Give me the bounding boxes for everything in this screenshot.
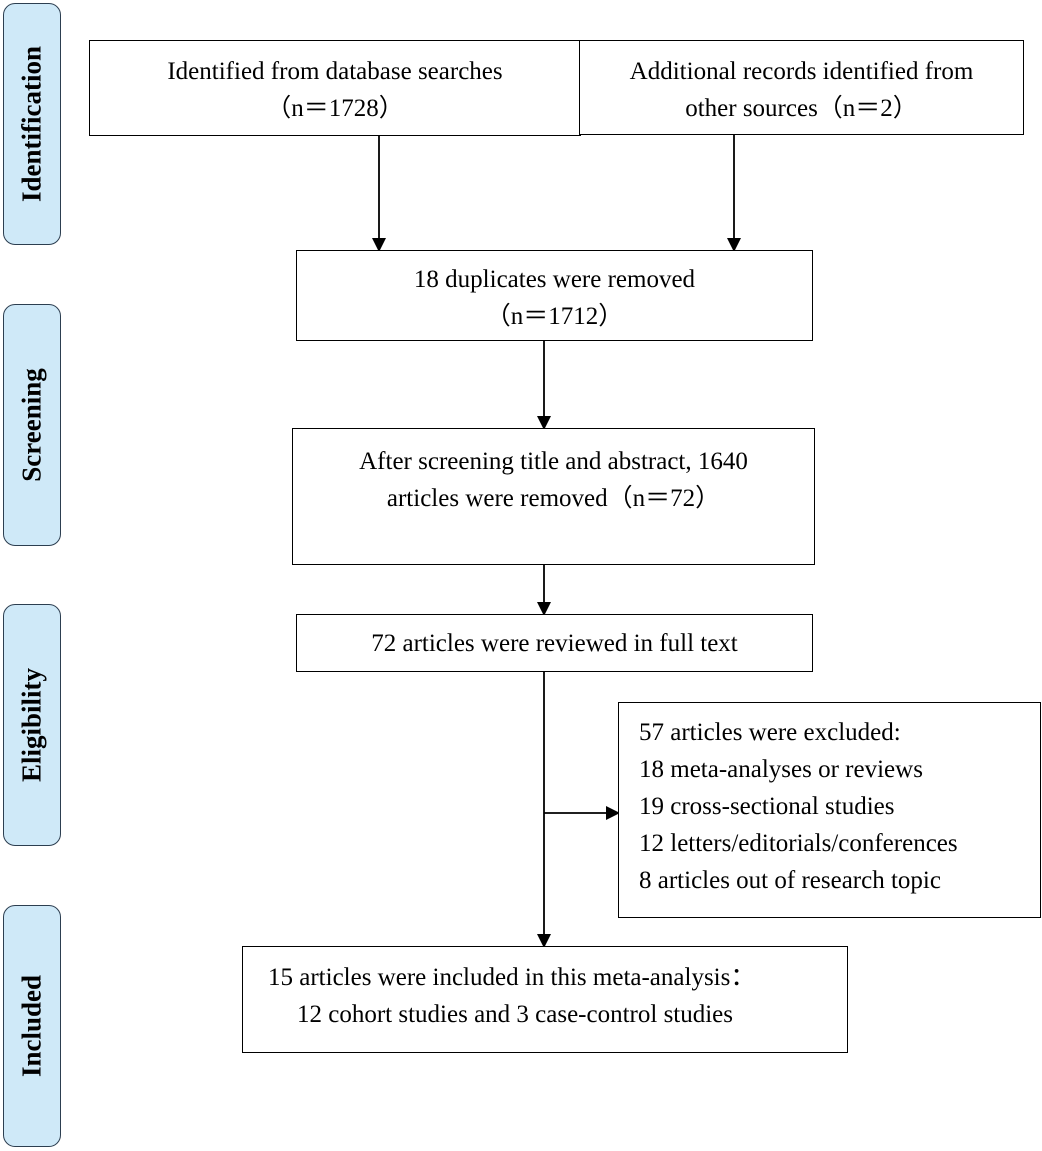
- stage-screening: Screening: [3, 304, 61, 546]
- excluded-reason: 18 meta-analyses or reviews: [639, 756, 923, 783]
- excluded-reason: 8 articles out of research topic: [639, 867, 941, 894]
- box-included: 15 articles were included in this meta-a…: [242, 946, 848, 1053]
- box-title-abstract-screening: After screening title and abstract, 1640…: [292, 428, 815, 565]
- other-sources-text: Additional records identified from: [629, 58, 974, 85]
- stage-identification: Identification: [3, 3, 61, 245]
- box-full-text-review: 72 articles were reviewed in full text: [296, 614, 813, 672]
- box-database-searches: Identified from database searches （n＝172…: [89, 40, 581, 136]
- box-duplicates: 18 duplicates were removed （n＝1712）: [296, 250, 813, 341]
- excluded-reason: 12 letters/editorials/conferences: [639, 830, 958, 857]
- included-breakdown: 12 cohort studies and 3 case-control stu…: [297, 1001, 734, 1028]
- title-abstract-count: articles were removed（n＝72）: [386, 485, 721, 512]
- box-other-sources: Additional records identified from other…: [579, 40, 1024, 135]
- stage-eligibility: Eligibility: [3, 604, 61, 846]
- included-text: 15 articles were included in this meta-a…: [268, 964, 756, 991]
- excluded-heading: 57 articles were excluded:: [639, 719, 901, 746]
- box-excluded: 57 articles were excluded: 18 meta-analy…: [618, 702, 1041, 918]
- stage-included: Included: [3, 905, 61, 1147]
- excluded-reason: 19 cross-sectional studies: [639, 793, 895, 820]
- title-abstract-text: After screening title and abstract, 1640: [359, 448, 748, 475]
- duplicates-text: 18 duplicates were removed: [413, 266, 696, 293]
- full-text-review-text: 72 articles were reviewed in full text: [371, 630, 738, 657]
- duplicates-count: （n＝1712）: [485, 303, 624, 330]
- database-searches-text: Identified from database searches: [167, 58, 503, 85]
- database-searches-count: （n＝1728）: [266, 95, 404, 122]
- other-sources-count: other sources（n＝2）: [685, 95, 918, 122]
